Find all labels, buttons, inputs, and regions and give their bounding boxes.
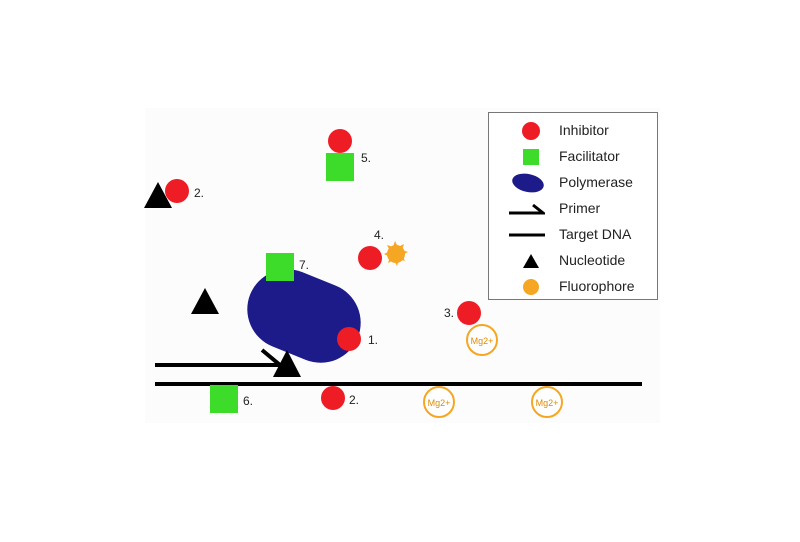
legend-item-facilitator: Facilitator xyxy=(489,145,657,169)
mg-ion-label-1: Mg2+ xyxy=(471,336,494,346)
legend-label: Facilitator xyxy=(559,148,620,164)
inhibitor-2-lower xyxy=(321,386,345,410)
nucleotide-2-upper xyxy=(144,182,172,208)
legend-item-target-dna: Target DNA xyxy=(489,223,657,247)
line-icon xyxy=(509,233,545,237)
red-circle-icon xyxy=(522,122,540,140)
black-triangle-icon xyxy=(523,254,539,268)
legend-label: Polymerase xyxy=(559,174,633,190)
facilitator-5 xyxy=(326,153,354,181)
legend-item-polymerase: Polymerase xyxy=(489,171,657,195)
mg-ion-ring-1 xyxy=(466,324,498,356)
legend-item-primer: Primer xyxy=(489,197,657,221)
legend-label: Fluorophore xyxy=(559,278,635,294)
mg-ion-ring-2 xyxy=(423,386,455,418)
mg-ion-label-3: Mg2+ xyxy=(536,398,559,408)
site-label-2-upper: 2. xyxy=(194,186,205,200)
inhibitor-3 xyxy=(457,301,481,325)
legend-label: Nucleotide xyxy=(559,252,626,268)
facilitator-6 xyxy=(210,385,238,413)
site-label-7: 7. xyxy=(299,258,310,272)
site-label-5: 5. xyxy=(361,151,372,165)
green-square-icon xyxy=(523,149,539,165)
facilitator-7 xyxy=(266,253,294,281)
navy-ellipse-icon xyxy=(512,173,544,193)
legend-item-fluorophore: Fluorophore xyxy=(489,275,657,299)
nucleotide-free xyxy=(191,288,219,314)
hook-arrow-icon xyxy=(509,203,545,215)
site-label-4: 4. xyxy=(374,228,385,242)
site-label-3: 3. xyxy=(444,306,455,320)
legend-label: Primer xyxy=(559,200,601,216)
legend-box: Inhibitor Facilitator Polymerase Primer … xyxy=(488,112,658,300)
nucleotide-primer-end xyxy=(273,350,301,377)
site-label-6: 6. xyxy=(243,394,254,408)
site-label-1: 1. xyxy=(368,333,379,347)
primer-arrow xyxy=(155,348,286,367)
mg-ion-ring-3 xyxy=(531,386,563,418)
mg-ion-label-2: Mg2+ xyxy=(428,398,451,408)
legend-label: Target DNA xyxy=(559,226,632,242)
inhibitor-5 xyxy=(328,129,352,153)
fluorophore-4 xyxy=(384,241,408,266)
orange-circle-icon xyxy=(523,279,539,295)
inhibitor-1 xyxy=(337,327,361,351)
legend-item-inhibitor: Inhibitor xyxy=(489,119,657,143)
legend-label: Inhibitor xyxy=(559,122,609,138)
polymerase-shape xyxy=(247,269,361,363)
inhibitor-2-upper xyxy=(165,179,189,203)
inhibitor-4 xyxy=(358,246,382,270)
legend-item-nucleotide: Nucleotide xyxy=(489,249,657,273)
site-label-2-lower: 2. xyxy=(349,393,360,407)
